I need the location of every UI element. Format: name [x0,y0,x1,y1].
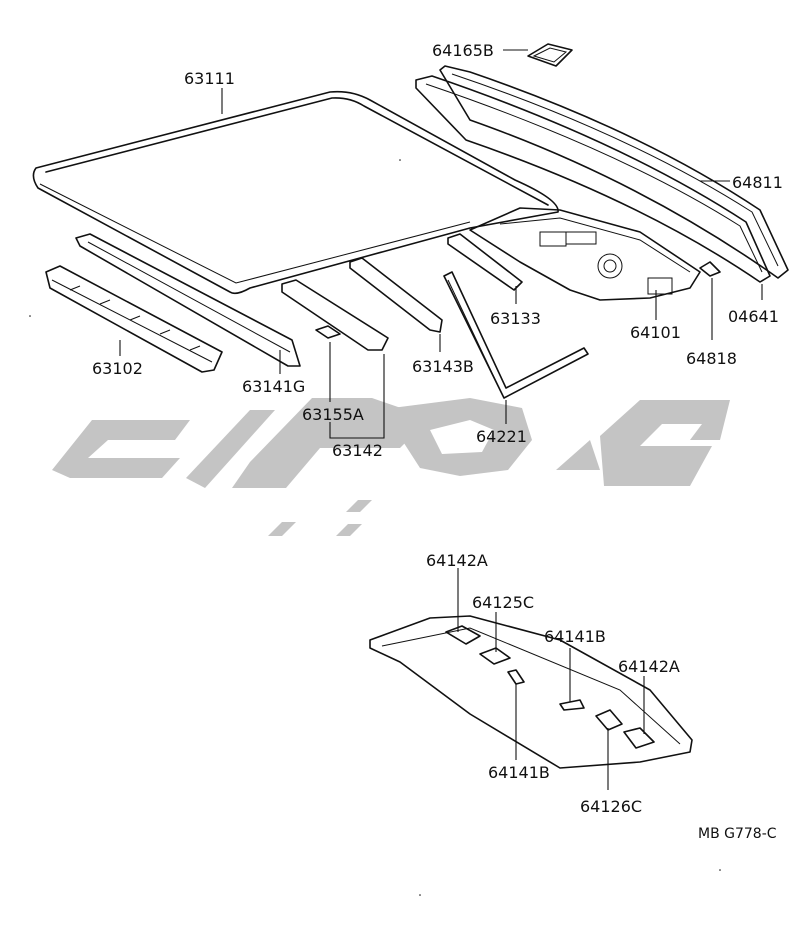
pad-64142A-right [623,727,655,749]
label-64142A-top: 64142A [426,551,488,570]
part-labels: 64165B 63111 64811 63102 63141G 63155A 6… [92,41,783,842]
label-64818: 64818 [686,349,737,368]
label-63142: 63142 [332,441,383,460]
bracket-64818 [699,261,721,277]
label-64141B-bottom: 64141B [488,763,550,782]
label-64141B-top: 64141B [544,627,606,646]
pad-64142A-top [445,625,481,645]
label-63141G: 63141G [242,377,305,396]
roof-bow-63142 [281,279,389,351]
back-window-moulding [415,75,771,283]
package-tray-panel [469,207,701,301]
label-63155A: 63155A [302,405,364,424]
label-64811: 64811 [732,173,783,192]
roof-side-rail [75,233,301,367]
label-64125C: 64125C [472,593,534,612]
leader-lines [119,49,763,790]
label-64221: 64221 [476,427,527,446]
label-64142A-right: 64142A [618,657,680,676]
pad-64141B-upper [559,699,585,711]
label-63111: 63111 [184,69,235,88]
package-tray-trim [369,615,693,769]
label-04641: 04641 [728,307,779,326]
roof-bow-63133 [447,233,523,291]
back-window-glass [439,65,789,279]
pad-64126C [595,709,623,731]
label-63143B: 63143B [412,357,474,376]
label-63133: 63133 [490,309,541,328]
pad-64165B [527,43,573,67]
front-header-panel [45,265,223,373]
label-63102: 63102 [92,359,143,378]
label-64126C: 64126C [580,797,642,816]
roof-panel [32,90,559,295]
roof-bow-63143B [349,257,443,333]
label-64165B: 64165B [432,41,494,60]
specks [29,159,721,896]
quarter-weatherstrip [443,271,589,399]
pad-64141B-lower [507,669,525,685]
pad-64125C [479,647,511,665]
footer-code: MB G778-C [698,826,777,842]
watermark-logo [52,398,730,536]
label-64101: 64101 [630,323,681,342]
